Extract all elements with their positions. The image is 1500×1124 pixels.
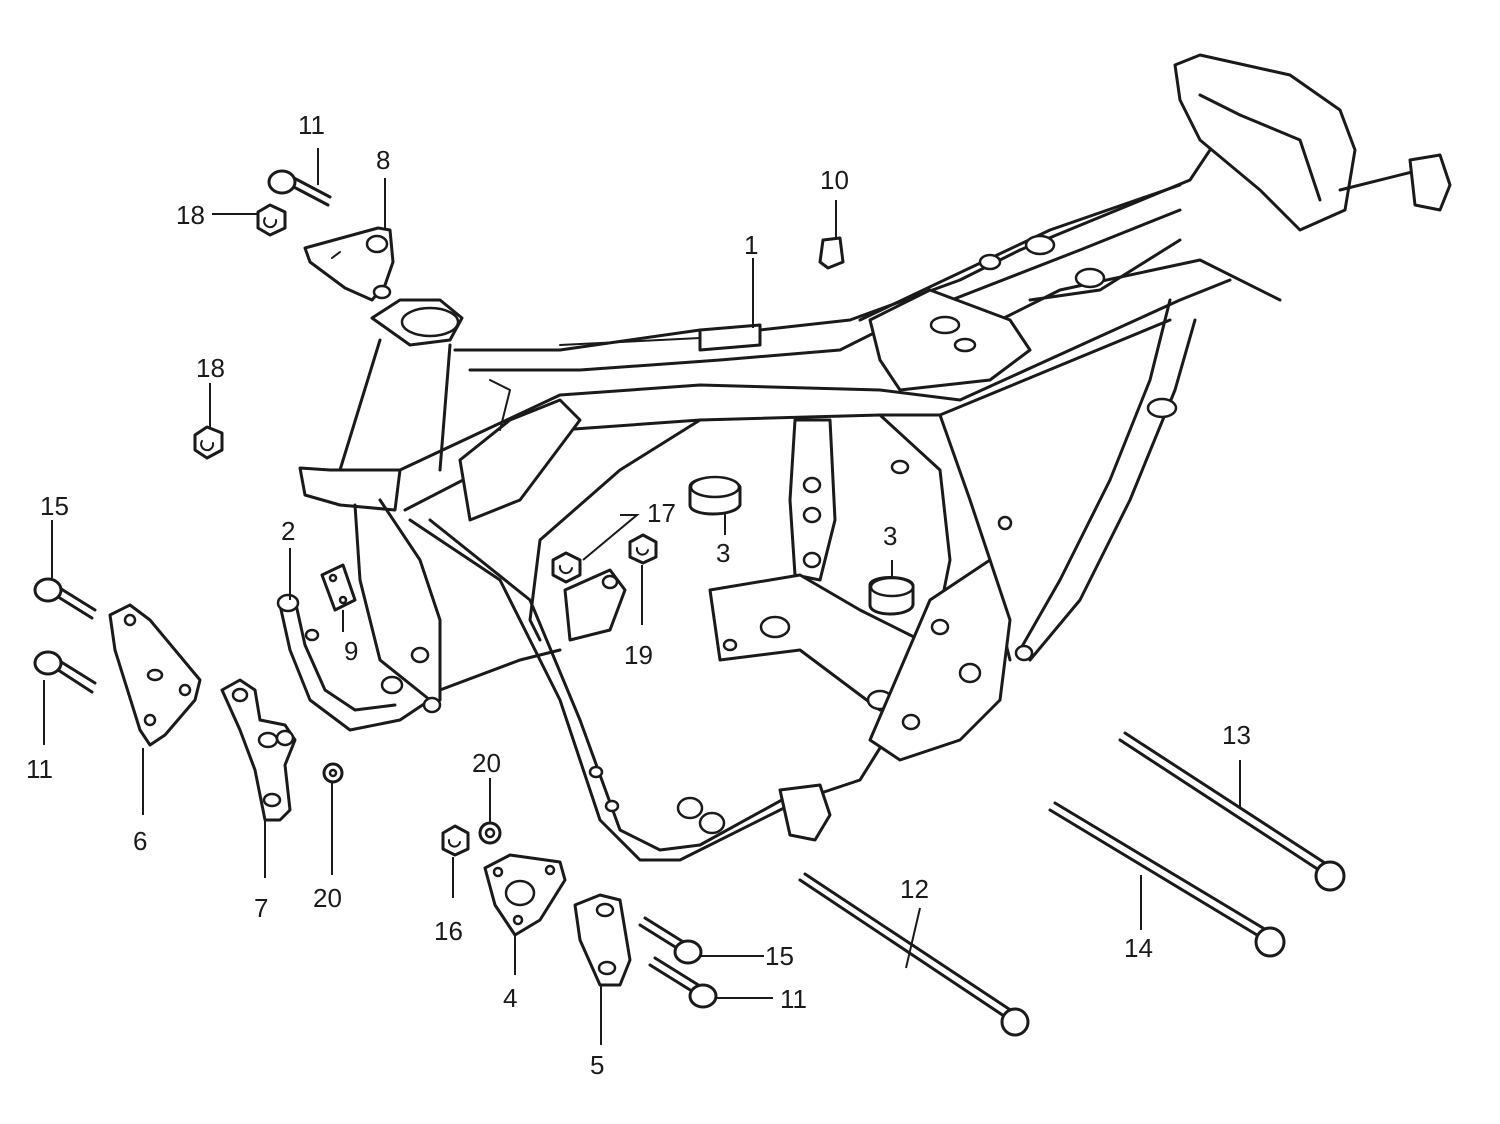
part-11-bolt-right [648,956,718,1009]
callout-6: 6 [133,826,148,856]
callout-11a: 11 [298,110,325,140]
callout-16: 16 [434,916,463,946]
part-17-nut [551,551,582,584]
part-7-bracket [220,678,297,822]
callout-14: 14 [1124,933,1153,963]
part-5-bracket [573,893,632,987]
callout-20b: 20 [313,883,342,913]
part-15-bolt-right [638,916,703,965]
callout-18a: 18 [176,200,205,230]
part-4-engine-plate [483,853,567,937]
part-14-long-bolt [1048,801,1286,958]
leader-lines [43,148,1241,1045]
part-20-washer-a [478,821,502,845]
part-9-small-plate [320,563,357,612]
callout-11c: 11 [780,984,807,1014]
part-8-head-bracket [303,226,395,302]
main-frame [298,53,1452,862]
callout-18b: 18 [196,353,225,383]
callout-15a: 15 [40,491,69,521]
callout-9: 9 [344,636,359,666]
part-11-bolt-left [33,650,97,694]
callout-17: 17 [647,498,676,528]
callout-5: 5 [590,1050,605,1080]
part-11-bolt-top [267,169,332,207]
part-3-spacer-b [868,576,915,616]
callout-13: 13 [1222,720,1251,750]
callout-15b: 15 [765,941,794,971]
part-16-nut [441,824,470,857]
part-6-mount-plate [108,603,202,747]
part-18-nut-top [256,203,287,237]
part-12-long-bolt [798,872,1030,1037]
callout-3b: 3 [883,521,898,551]
callout-1: 1 [744,230,759,260]
callout-4: 4 [503,983,518,1013]
callout-11b: 11 [26,754,53,784]
callout-20a: 20 [472,748,501,778]
part-19-nut [628,533,658,565]
callout-12: 12 [900,874,929,904]
callout-8: 8 [376,145,391,175]
part-10-sleeve [818,236,845,270]
callout-2: 2 [281,516,296,546]
part-18-nut-mid [193,425,224,460]
callout-19: 19 [624,640,653,670]
callout-3a: 3 [716,538,731,568]
part-15-bolt-left [33,577,97,620]
callout-7: 7 [254,893,269,923]
part-3-spacer-a [688,475,742,516]
callout-10: 10 [820,165,849,195]
part-13-long-bolt [1118,731,1346,892]
part-20-washer-b [322,762,344,784]
part-2-front-cradle [276,593,562,732]
